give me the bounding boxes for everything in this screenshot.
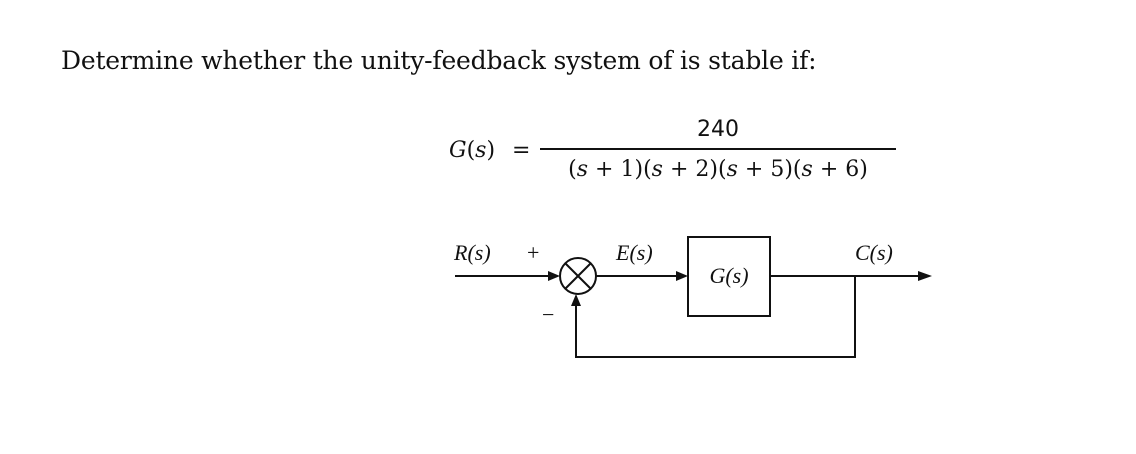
lhs-function-name: G [449, 138, 467, 163]
minus-sign: − [542, 302, 554, 327]
error-arrowhead [676, 271, 688, 281]
input-arrowhead [548, 271, 560, 281]
lhs-argument: (s) [466, 138, 496, 163]
denominator-factor: (s + 1) [568, 156, 644, 182]
fraction-denominator: (s + 1)(s + 2)(s + 5)(s + 6) [540, 154, 896, 186]
transfer-function-lhs: G(s) [449, 138, 495, 163]
error-label: E(s) [615, 240, 653, 265]
denominator-factor: (s + 2) [643, 156, 718, 182]
fraction-numerator: 240 [697, 117, 739, 142]
summing-cross-2 [564, 262, 592, 290]
input-label: R(s) [453, 240, 491, 265]
plant-block-label: G(s) [709, 263, 748, 288]
plant-block [687, 236, 771, 317]
output-arrowhead [918, 271, 932, 281]
denominator-factor: (s + 6) [792, 156, 868, 182]
feedback-path [575, 276, 856, 358]
feedback-arrowhead [571, 294, 581, 306]
denominator-factor: (s + 5) [718, 156, 793, 182]
transfer-function-fraction: 240 (s + 1)(s + 2)(s + 5)(s + 6) [540, 114, 896, 186]
fraction-bar [540, 148, 896, 150]
plus-sign: + [527, 240, 539, 265]
problem-statement: Determine whether the unity-feedback sys… [61, 46, 817, 75]
equals-sign: = [512, 138, 531, 163]
output-label: C(s) [855, 240, 893, 265]
